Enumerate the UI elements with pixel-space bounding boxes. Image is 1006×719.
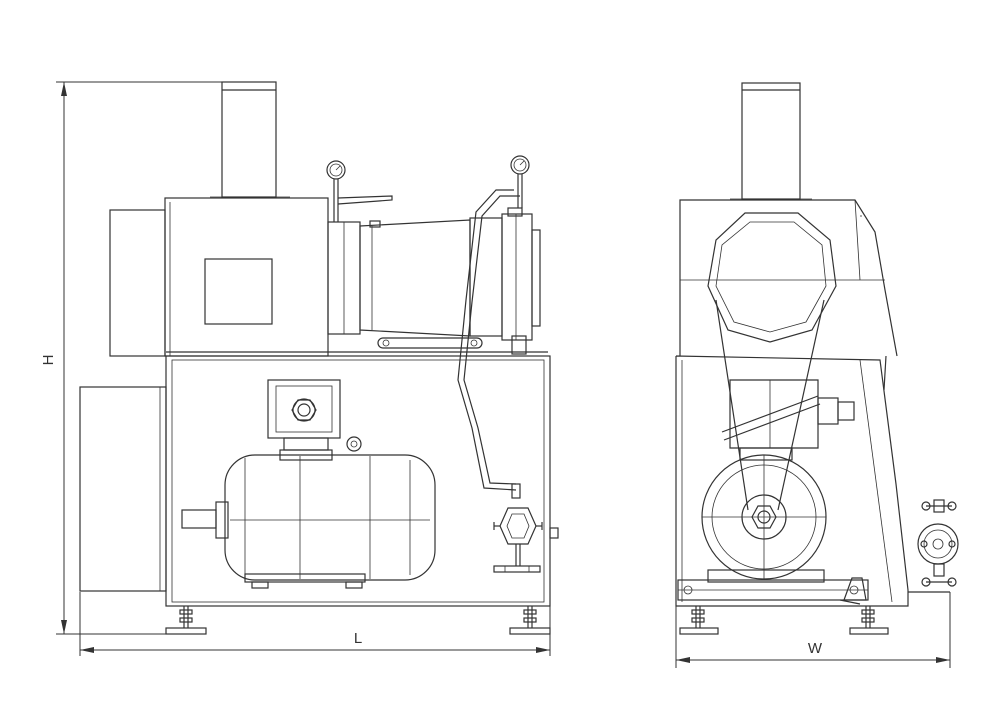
side-motor-pulley bbox=[701, 454, 827, 583]
side-belt bbox=[715, 299, 825, 511]
front-pipe-line bbox=[457, 189, 520, 491]
front-exhaust-stack bbox=[210, 81, 290, 198]
front-upper-housing bbox=[109, 197, 329, 357]
length-label: L bbox=[354, 630, 362, 647]
front-chamber-base bbox=[166, 335, 548, 355]
front-cabinet bbox=[165, 355, 559, 607]
side-upper-housing bbox=[679, 199, 898, 357]
front-diaphragm-pump bbox=[493, 483, 543, 573]
front-pressure-gauge-right bbox=[510, 155, 530, 208]
front-pressure-gauge-left bbox=[326, 160, 393, 222]
side-base-frame bbox=[677, 577, 869, 605]
front-grinding-chamber bbox=[327, 207, 541, 341]
dimension-height: H bbox=[40, 81, 250, 635]
side-gearbox bbox=[721, 379, 855, 461]
side-exhaust-stack bbox=[730, 82, 812, 200]
side-diaphragm-pump bbox=[908, 499, 959, 668]
front-leveling-feet bbox=[165, 606, 551, 635]
front-side-panel bbox=[79, 386, 167, 592]
side-view: W bbox=[675, 82, 959, 668]
height-label: H bbox=[40, 355, 57, 366]
side-cabinet bbox=[675, 355, 909, 607]
front-view: H L bbox=[40, 81, 559, 656]
front-motor bbox=[181, 379, 436, 589]
dimension-length: L bbox=[79, 592, 551, 656]
side-drum bbox=[707, 212, 837, 343]
dimension-width: W bbox=[675, 606, 950, 668]
width-label: W bbox=[808, 640, 823, 657]
side-leveling-feet bbox=[679, 606, 889, 635]
